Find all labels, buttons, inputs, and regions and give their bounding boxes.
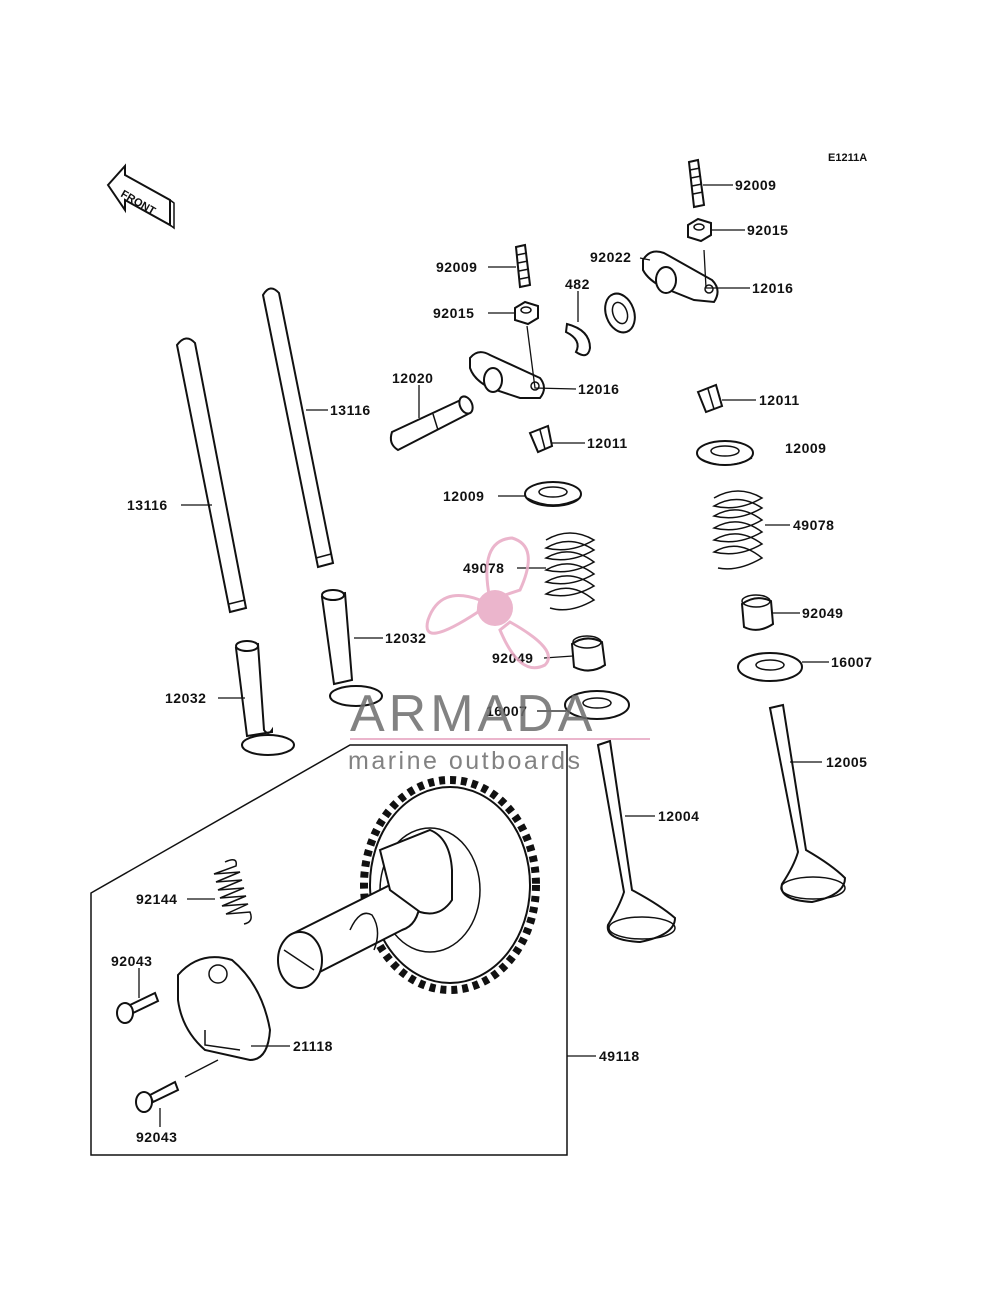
part-label[interactable]: 12011 — [587, 435, 628, 451]
tappet-right — [320, 589, 383, 707]
part-labels: 92009 92015 92022 12016 92009 482 92015 … — [111, 177, 872, 1145]
front-arrow-icon: FRONT — [106, 163, 175, 230]
part-label[interactable]: 482 — [565, 276, 590, 292]
leader-lines — [138, 184, 829, 1127]
rocker-shaft — [389, 395, 474, 452]
spring-seat-right — [737, 652, 803, 682]
spring-retainer-right — [696, 440, 754, 466]
push-rod-left — [175, 337, 248, 614]
spring-seat-left — [564, 690, 630, 720]
propeller-logo-icon — [425, 536, 550, 670]
armada-watermark: ARMADA marine outboards — [348, 536, 650, 775]
camshaft — [277, 828, 453, 989]
valve-spring-left — [544, 532, 596, 611]
part-label[interactable]: 12004 — [658, 808, 699, 824]
part-label[interactable]: 92022 — [590, 249, 631, 265]
part-label[interactable]: 13116 — [330, 402, 371, 418]
governor-spring — [213, 859, 252, 925]
adjust-screw-left — [514, 243, 532, 289]
part-label[interactable]: 49118 — [599, 1048, 640, 1064]
part-label[interactable]: 92049 — [802, 605, 843, 621]
part-label[interactable]: 92043 — [111, 953, 152, 969]
part-label[interactable]: 12016 — [578, 381, 619, 397]
circlip — [564, 322, 592, 357]
part-label[interactable]: 92009 — [436, 259, 477, 275]
part-label[interactable]: 92043 — [136, 1129, 177, 1145]
part-label[interactable]: 12009 — [785, 440, 826, 456]
intake-valve — [596, 739, 677, 944]
part-label[interactable]: 92015 — [747, 222, 788, 238]
bolt-lower — [135, 1080, 180, 1113]
watermark-rule — [350, 738, 650, 740]
part-label[interactable]: 12009 — [443, 488, 484, 504]
part-label[interactable]: 12032 — [165, 690, 206, 706]
rocker-arm-right — [642, 250, 719, 304]
rocker-arm-left — [469, 351, 545, 399]
part-label[interactable]: 12016 — [752, 280, 793, 296]
nut-right — [687, 217, 712, 243]
part-label[interactable]: 12020 — [392, 370, 433, 386]
exhaust-valve — [768, 703, 847, 904]
valve-seal-left — [570, 635, 607, 672]
decompressor-plate — [177, 956, 272, 1062]
tappet-left — [234, 640, 295, 756]
part-label[interactable]: 13116 — [127, 497, 168, 513]
nut-left — [514, 300, 539, 326]
valve-seal-right — [740, 594, 775, 631]
bolt-upper — [116, 991, 160, 1024]
part-label[interactable]: 12011 — [759, 392, 800, 408]
diagram-code: E1211A — [828, 152, 867, 164]
watermark-brand: ARMADA — [350, 685, 596, 743]
camshaft-group-frame — [90, 744, 568, 1156]
collet-left — [528, 424, 554, 454]
part-label[interactable]: 92009 — [735, 177, 776, 193]
part-label[interactable]: 92015 — [433, 305, 474, 321]
watermark-tagline: marine outboards — [348, 747, 583, 775]
part-label[interactable]: 49078 — [793, 517, 834, 533]
part-label[interactable]: 21118 — [293, 1038, 333, 1054]
adjust-screw-right — [687, 158, 706, 209]
spring-retainer-left — [524, 481, 582, 507]
push-rod-right — [261, 287, 335, 569]
washer — [604, 292, 636, 334]
valve-spring-right — [712, 490, 764, 570]
collet-right — [696, 383, 724, 414]
part-label[interactable]: 12032 — [385, 630, 426, 646]
part-label[interactable]: 12005 — [826, 754, 867, 770]
part-label[interactable]: 16007 — [486, 703, 527, 719]
part-label[interactable]: 16007 — [831, 654, 872, 670]
part-label[interactable]: 49078 — [463, 560, 504, 576]
part-label[interactable]: 92144 — [136, 891, 177, 907]
